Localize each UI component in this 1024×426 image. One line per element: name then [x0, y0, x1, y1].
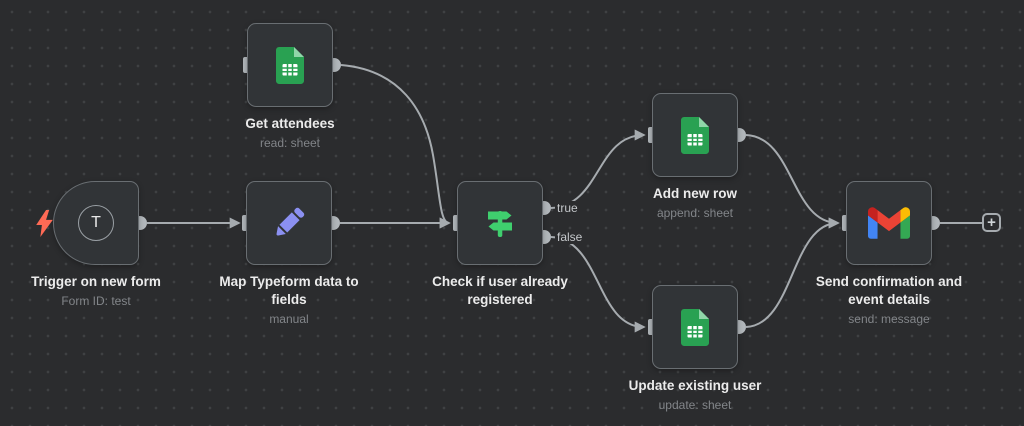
node-subtitle: Form ID: test [61, 293, 131, 308]
edge-update-to-send[interactable] [745, 217, 840, 328]
node-subtitle: update: sheet [658, 397, 732, 412]
typeform-trigger-icon: T [78, 205, 114, 241]
node-label: Check if user already registered [415, 273, 585, 309]
node-box[interactable] [457, 181, 543, 265]
if-signpost-icon [488, 211, 512, 237]
node-title: Map Typeform data to fields [219, 274, 359, 307]
node-label: Map Typeform data to fields manual [204, 273, 374, 326]
node-update-existing-user[interactable]: Update existing user update: sheet [629, 285, 761, 412]
branch-label-true: true [555, 201, 580, 215]
node-trigger-on-new-form[interactable]: T Trigger on new form Form ID: test [31, 181, 161, 308]
node-box[interactable]: T [53, 181, 139, 265]
node-check-if-registered[interactable]: Check if user already registered [432, 181, 568, 307]
node-box[interactable] [652, 93, 738, 177]
node-title: Update existing user [628, 378, 762, 393]
node-subtitle: append: sheet [656, 205, 734, 220]
edge-getattendees-to-check[interactable] [340, 64, 451, 229]
node-label: Update existing user update: sheet [610, 377, 780, 412]
node-box[interactable] [246, 181, 332, 265]
node-subtitle: read: sheet [259, 135, 321, 150]
node-label: Send confirmation and event details send… [804, 273, 974, 326]
node-title: Trigger on new form [31, 274, 161, 289]
add-node-button[interactable]: + [982, 213, 1001, 232]
node-subtitle: manual [269, 311, 309, 326]
node-box[interactable] [247, 23, 333, 107]
node-label: Add new row append: sheet [610, 185, 780, 220]
node-subtitle: send: message [848, 311, 930, 326]
node-box[interactable] [846, 181, 932, 265]
node-label: Trigger on new form Form ID: test [11, 273, 181, 308]
node-label: Get attendees read: sheet [205, 115, 375, 150]
node-add-new-row[interactable]: Add new row append: sheet [652, 93, 738, 220]
node-get-attendees[interactable]: Get attendees read: sheet [245, 23, 335, 150]
pencil-icon [276, 207, 305, 236]
gmail-icon [868, 207, 910, 239]
node-title: Send confirmation and event details [815, 274, 963, 307]
node-title: Check if user already registered [432, 274, 568, 307]
google-sheets-icon [276, 46, 304, 84]
node-box[interactable] [652, 285, 738, 369]
branch-label-false: false [555, 230, 585, 244]
node-map-typeform-data[interactable]: Map Typeform data to fields manual [219, 181, 359, 326]
edge-addrow-to-send[interactable] [745, 134, 840, 229]
lightning-bolt-icon [36, 210, 53, 237]
google-sheets-icon [681, 308, 709, 346]
node-title: Add new row [653, 186, 737, 201]
node-send-confirmation[interactable]: Send confirmation and event details send… [816, 181, 962, 326]
node-title: Get attendees [245, 116, 335, 131]
google-sheets-icon [681, 116, 709, 154]
